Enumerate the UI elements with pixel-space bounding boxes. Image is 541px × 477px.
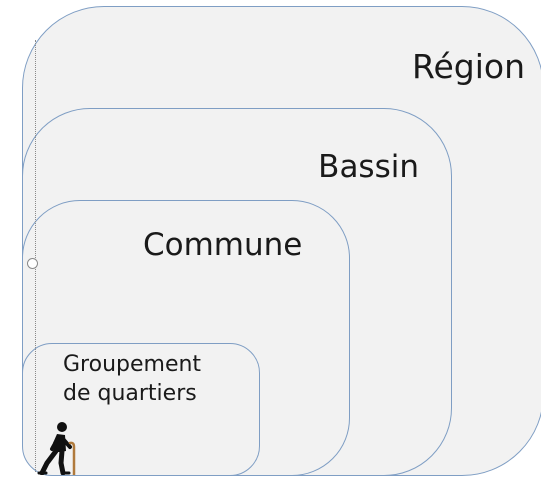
- groupement-label: Groupement de quartiers: [63, 350, 201, 408]
- elderly-person-with-cane-icon: [37, 422, 76, 475]
- commune-label: Commune: [143, 227, 303, 263]
- groupement-label-line2: de quartiers: [63, 381, 197, 406]
- groupement-label-line1: Groupement: [63, 352, 202, 377]
- region-label: Région: [412, 47, 525, 86]
- selection-guide-line: [35, 40, 36, 472]
- groupement-box: Groupement de quartiers: [22, 343, 260, 476]
- resize-handle[interactable]: [27, 258, 38, 269]
- bassin-label: Bassin: [318, 149, 419, 185]
